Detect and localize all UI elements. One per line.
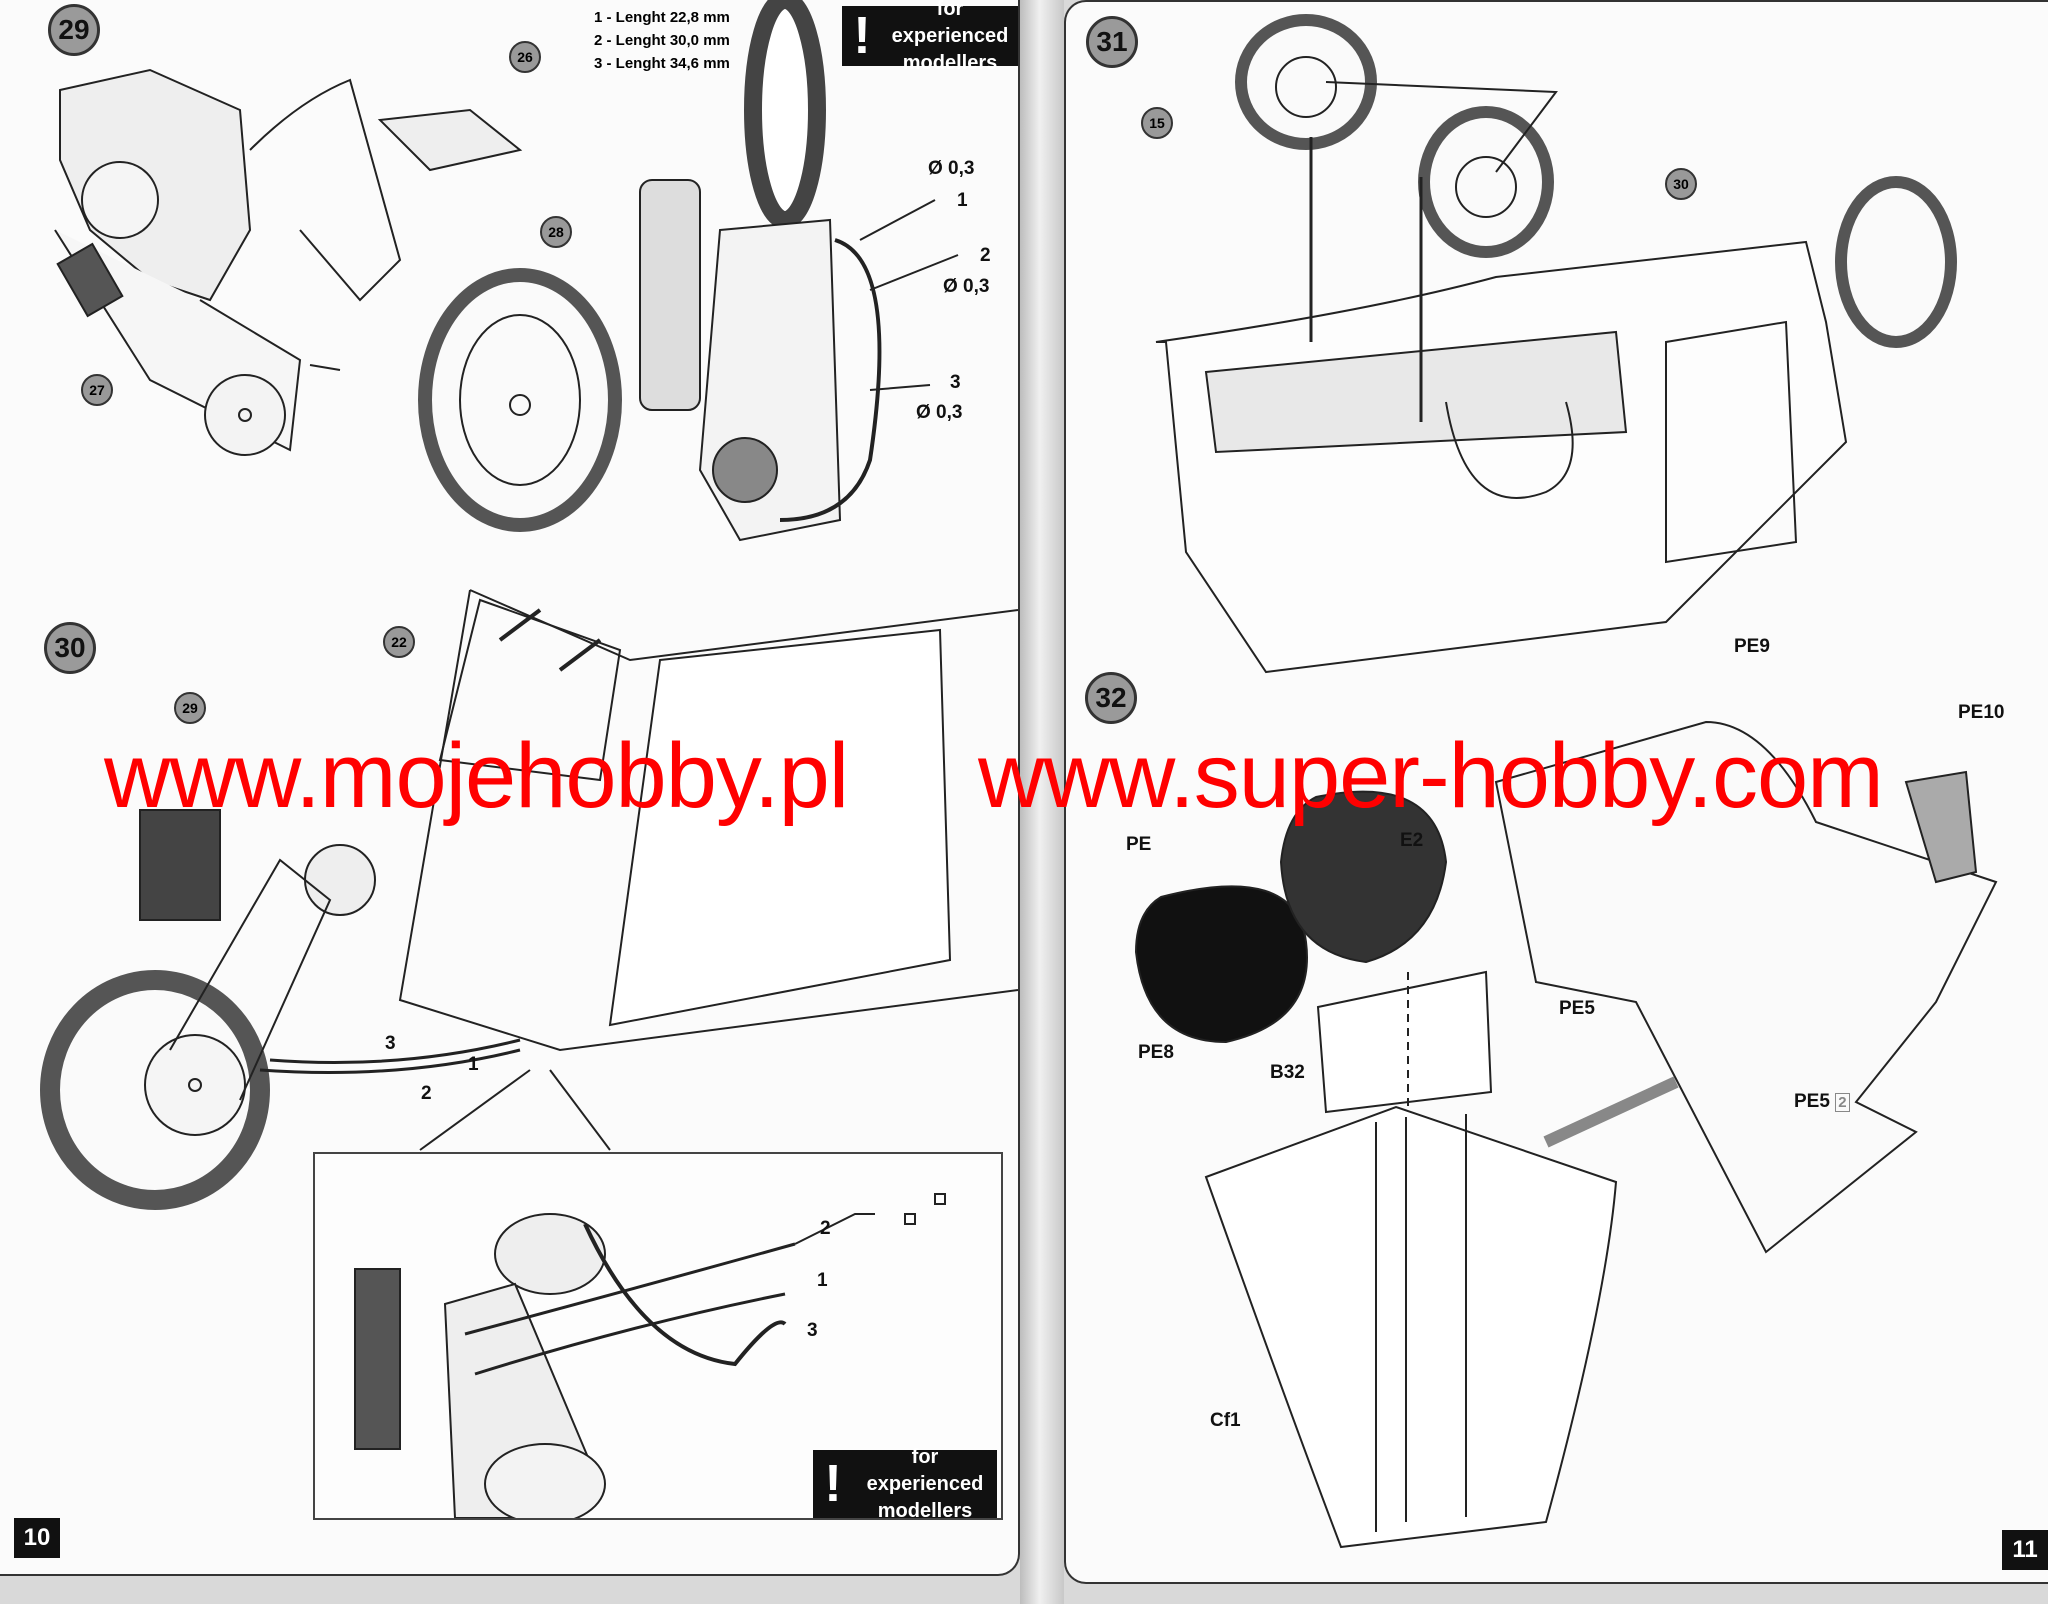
instruction-page-10: 29 1 - Lenght 22,8 mm 2 - Lenght 30,0 mm… [0, 0, 1020, 1576]
instruction-page-11: 31 15 30 32 PE9 PE10 PE E2 PE8 B32 PE5 P… [1064, 0, 2048, 1584]
wire-number-3: 3 [950, 372, 961, 393]
part-label-cf1: Cf1 [1210, 1410, 1241, 1431]
inset-wire-label-2: 2 [820, 1218, 831, 1239]
part-callout-26: 26 [509, 41, 541, 73]
wire-number-2: 2 [980, 245, 991, 266]
wire-diameter-3: Ø 0,3 [916, 402, 963, 423]
part-label-pe5: PE5 [1559, 998, 1595, 1019]
warning-text: for experienced modellers [866, 1445, 984, 1522]
part-callout-22: 22 [383, 626, 415, 658]
quantity-badge: 2 [1835, 1093, 1850, 1112]
wire-diameter-2: Ø 0,3 [943, 276, 990, 297]
part-label-pe: PE [1126, 834, 1152, 855]
part-label-pe8: PE8 [1138, 1042, 1174, 1063]
wire-label-1: 1 [468, 1054, 479, 1075]
part-callout-28: 28 [540, 216, 572, 248]
page-number-10: 10 [14, 1518, 60, 1558]
watermark-mojehobby: www.mojehobby.pl [104, 725, 849, 827]
wire-lengths-list: 1 - Lenght 22,8 mm 2 - Lenght 30,0 mm 3 … [594, 6, 730, 75]
wire-length-1: 1 - Lenght 22,8 mm [594, 9, 730, 26]
part-label-b32: B32 [1270, 1062, 1305, 1083]
step-31-number: 31 [1086, 16, 1138, 68]
watermark-super-hobby: www.super-hobby.com [978, 725, 1884, 827]
wire-number-1: 1 [957, 190, 968, 211]
part-callout-15: 15 [1141, 107, 1173, 139]
inset-engine-drawing [354, 1193, 946, 1525]
step-29-number: 29 [48, 4, 100, 56]
step-30-number: 30 [44, 622, 96, 674]
book-spine [1020, 0, 1064, 1604]
part-label-pe10: PE10 [1958, 702, 2005, 723]
step-32-number: 32 [1085, 672, 1137, 724]
page-number-11: 11 [2002, 1530, 2048, 1570]
wire-length-3: 3 - Lenght 34,6 mm [594, 55, 730, 72]
part-label-pe9: PE9 [1734, 636, 1770, 657]
part-callout-27: 27 [81, 374, 113, 406]
inset-wire-label-3: 3 [807, 1320, 818, 1341]
wire-length-2: 2 - Lenght 30,0 mm [594, 32, 730, 49]
step-31-32-illustration [1134, 14, 1998, 1549]
part-label-pe5-lower: PE5 2 [1794, 1091, 1850, 1114]
wire-diameter-1: Ø 0,3 [928, 158, 975, 179]
inset-wire-label-1: 1 [817, 1270, 828, 1291]
experienced-warning-top: ! for experienced modellers [842, 0, 1018, 74]
part-callout-29: 29 [174, 692, 206, 724]
pe5-lower-text: PE5 [1794, 1091, 1830, 1112]
exclamation-icon: ! [824, 1455, 842, 1513]
part-label-e2: E2 [1400, 830, 1424, 851]
warning-text: for experienced modellers [891, 0, 1009, 74]
wire-label-2: 2 [421, 1083, 432, 1104]
part-callout-30: 30 [1665, 168, 1697, 200]
wire-label-3: 3 [385, 1033, 396, 1054]
experienced-warning-bottom: ! for experienced modellers [813, 1446, 997, 1522]
step-29-30-illustration [40, 0, 1018, 1210]
exclamation-icon: ! [853, 7, 871, 65]
